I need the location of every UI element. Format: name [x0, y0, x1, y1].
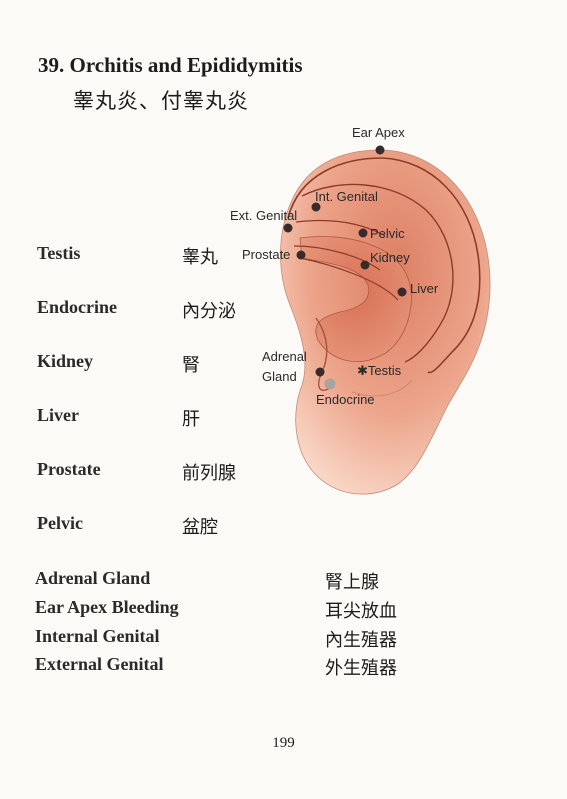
liver-label: Liver: [410, 281, 439, 296]
point-cn-pelvic: 盆腔: [182, 517, 218, 538]
legend-ear-apex-bleeding-cn: 耳尖放血: [325, 601, 397, 622]
helix-rim: [287, 157, 481, 374]
adrenal-label: Adrenal: [262, 349, 307, 364]
legend-external-genital-cn: 外生殖器: [325, 658, 397, 679]
legend-external-genital: External Genital: [35, 654, 164, 674]
liver-point: [397, 287, 407, 297]
kidney-label: Kidney: [370, 250, 410, 265]
endocrine-label: Endocrine: [316, 392, 375, 407]
legend-adrenal-gland-cn: 腎上腺: [325, 572, 379, 593]
prostate-point: [296, 250, 306, 260]
point-name-liver: Liver: [37, 405, 79, 425]
ear-apex-label: Ear Apex: [352, 125, 405, 140]
point-cn-kidney: 腎: [182, 355, 200, 376]
ear-apex-point: [375, 145, 385, 155]
point-name-endocrine: Endocrine: [37, 297, 118, 317]
legend-ear-apex-bleeding: Ear Apex Bleeding: [35, 597, 179, 617]
point-cn-prostate: 前列腺: [182, 463, 236, 484]
legend-internal-genital: Internal Genital: [35, 626, 160, 646]
kidney-point: [360, 260, 370, 270]
gland-label: Gland: [262, 369, 297, 384]
point-name-kidney: Kidney: [37, 351, 94, 371]
ext-genital-label: Ext. Genital: [230, 208, 297, 223]
point-cn-liver: 肝: [182, 409, 200, 430]
page-number: 199: [272, 735, 295, 751]
int-genital-point: [311, 202, 321, 212]
legend-internal-genital-cn: 內生殖器: [325, 630, 397, 651]
concha: [299, 236, 412, 363]
ext-genital-point: [283, 223, 293, 233]
point-name-pelvic: Pelvic: [37, 513, 83, 533]
point-name-testis: Testis: [37, 243, 81, 263]
page-subtitle: 睾丸炎、付睾丸炎: [73, 89, 249, 113]
point-cn-endocrine: 內分泌: [182, 301, 236, 322]
pelvic-label: Pelvic: [370, 226, 405, 241]
page-title: 39. Orchitis and Epididymitis: [38, 53, 303, 77]
point-name-prostate: Prostate: [37, 459, 101, 479]
legend-adrenal-gland: Adrenal Gland: [35, 568, 151, 588]
endocrine-point: [324, 378, 336, 390]
int-genital-label: Int. Genital: [315, 189, 378, 204]
prostate-label: Prostate: [242, 247, 290, 262]
pelvic-point: [358, 228, 368, 238]
testis-label: ✱Testis: [357, 363, 402, 378]
adrenal-point: [315, 367, 325, 377]
point-cn-testis: 睾丸: [182, 247, 218, 268]
antihelix: [301, 183, 454, 363]
